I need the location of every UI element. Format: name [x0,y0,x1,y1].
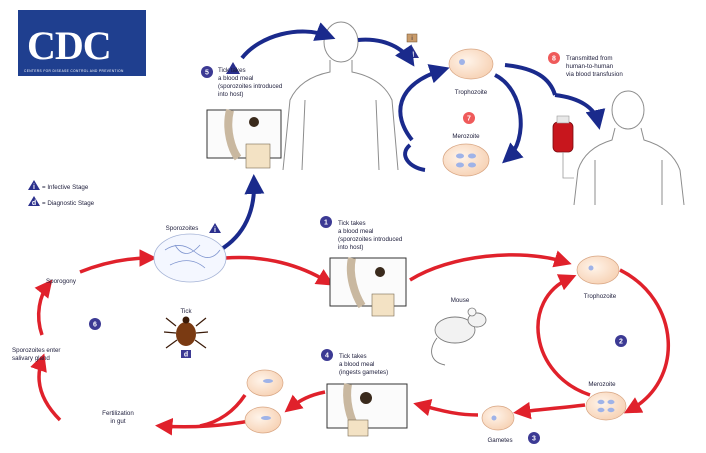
stage-1-line3: (sporozoites introduced [338,236,403,243]
legend-infective-label: = Infective Stage [42,184,89,191]
arrow-human-to-trophozoite [357,37,415,67]
stage-8-transfusion: 8 Transmitted from human-to-human via bl… [548,52,623,78]
stage-1-line1: Tick takes [338,220,366,227]
stage-2-marker: 2 [615,335,627,347]
label-tick: Tick [180,308,192,315]
label-gametes: Gametes [487,437,512,444]
label-fertilization-line1: Fertilization [102,410,134,417]
arrow-fertilization-to-salivary [30,353,62,422]
stage-8-line1: Transmitted from [566,55,613,62]
infective-stage-triangle [226,62,240,74]
arrow-merozoite-to-trophozoite-mouse [536,274,591,397]
stage-5-line2: a blood meal [218,75,253,82]
transfusion-recipient-figure [573,90,685,206]
arrow-merozoite-to-gamete [513,401,586,420]
merozoite-cell-mouse: Merozoite [585,381,627,421]
svg-text:4: 4 [325,353,329,360]
label-merozoite-mouse: Merozoite [588,381,616,388]
arrow-to-recipient [554,93,606,130]
arrow-gamete-to-stage4 [413,399,479,417]
arrow-trophozoite-to-merozoite-human [493,73,524,164]
arrow-sporozoites-to-human [218,174,265,252]
sporozoites-cluster: Sporozoites i [153,223,227,283]
arrow-stage1-to-trophozoite [409,250,572,282]
stage-5-line3: (sporozoites introduced [218,83,283,90]
legend: i = Infective Stage d = Diagnostic Stage [28,180,95,207]
svg-text:1: 1 [324,220,328,227]
arrow-transfusion-start [504,63,557,96]
label-sporozoites: Sporozoites [166,225,199,232]
gut-gamete-cells [244,369,284,434]
label-salivary-line2: salivary gland [12,355,50,362]
label-merozoite-human: Merozoite [452,133,480,140]
stage-1-panel: 1 Tick takes a blood meal (sporozoites i… [320,216,407,317]
arrow-merozoite-to-trophozoite-human [398,64,450,142]
tick-mouse-cycle [30,249,671,436]
stage-6-marker: 6 [89,318,101,330]
arrow-tick-to-human [240,22,336,60]
cdc-logo-subtitle: CENTERS FOR DISEASE CONTROL AND PREVENTI… [24,69,124,73]
legend-diagnostic-symbol: d [32,200,36,207]
stage-3-number: 3 [532,436,536,443]
arrow-sporogony-to-sporozoites [79,249,157,274]
label-fertilization-line2: in gut [110,418,125,425]
trophozoite-cell-mouse: Trophozoite [576,255,620,300]
gamete-cell: Gametes 3 [481,405,540,444]
cdc-logo: CDC CENTERS FOR DISEASE CONTROL AND PREV… [18,10,146,76]
stage-4-line1: Tick takes [339,353,367,360]
arrow-sporozoites-to-stage1 [224,255,334,286]
tick-badge: d [184,352,188,359]
blood-bag-icon [552,115,574,179]
svg-text:7: 7 [467,116,471,123]
stage-4-panel: 4 Tick takes a blood meal (ingests gamet… [321,349,408,437]
svg-text:5: 5 [205,70,209,77]
stage-8-line2: human-to-human [566,63,614,70]
badge-i-sporozoites: i [214,227,216,234]
arrow-trophozoite-to-merozoite-mouse [619,268,671,414]
stage-1-line2: a blood meal [338,228,373,235]
label-trophozoite-human: Trophozoite [455,89,488,96]
human-blood-cycle [398,63,606,172]
stage-1-line4: into host) [338,244,363,251]
legend-diagnostic-label: = Diagnostic Stage [42,200,95,207]
svg-text:6: 6 [93,322,97,329]
stage-4-line3: (ingests gametes) [339,369,388,376]
svg-text:2: 2 [619,339,623,346]
human-host-figure [282,21,399,171]
legend-infective-symbol: i [33,184,35,191]
stage-7-marker: 7 [463,112,475,124]
arrow-stage4-to-gut [284,390,326,413]
stage-5-line1: Tick takes [218,67,246,74]
mouse-host: Mouse [431,297,487,366]
merozoite-cell-human: Merozoite [442,133,490,177]
label-salivary-line1: Sporozoites enter [12,347,61,354]
stage-5-panel: 5 Tick takes a blood meal (sporozoites i… [201,62,283,169]
label-sporogony: Sporogony [46,278,77,285]
label-mouse: Mouse [451,297,470,304]
stage-4-line2: a blood meal [339,361,374,368]
cdc-logo-text: CDC [27,23,111,68]
trophozoite-cell-human: Trophozoite [448,48,494,96]
stage-8-line3: via blood transfusion [566,71,623,78]
stage-5-line4: into host) [218,91,243,98]
tick-vector: Tick d [163,308,209,359]
arrow-salivary-to-sporogony [34,279,53,336]
arrow-merozoite-loop-tail [403,143,426,172]
svg-text:8: 8 [552,56,556,63]
badge-i-top: i [411,35,412,42]
label-trophozoite-mouse: Trophozoite [584,293,617,300]
